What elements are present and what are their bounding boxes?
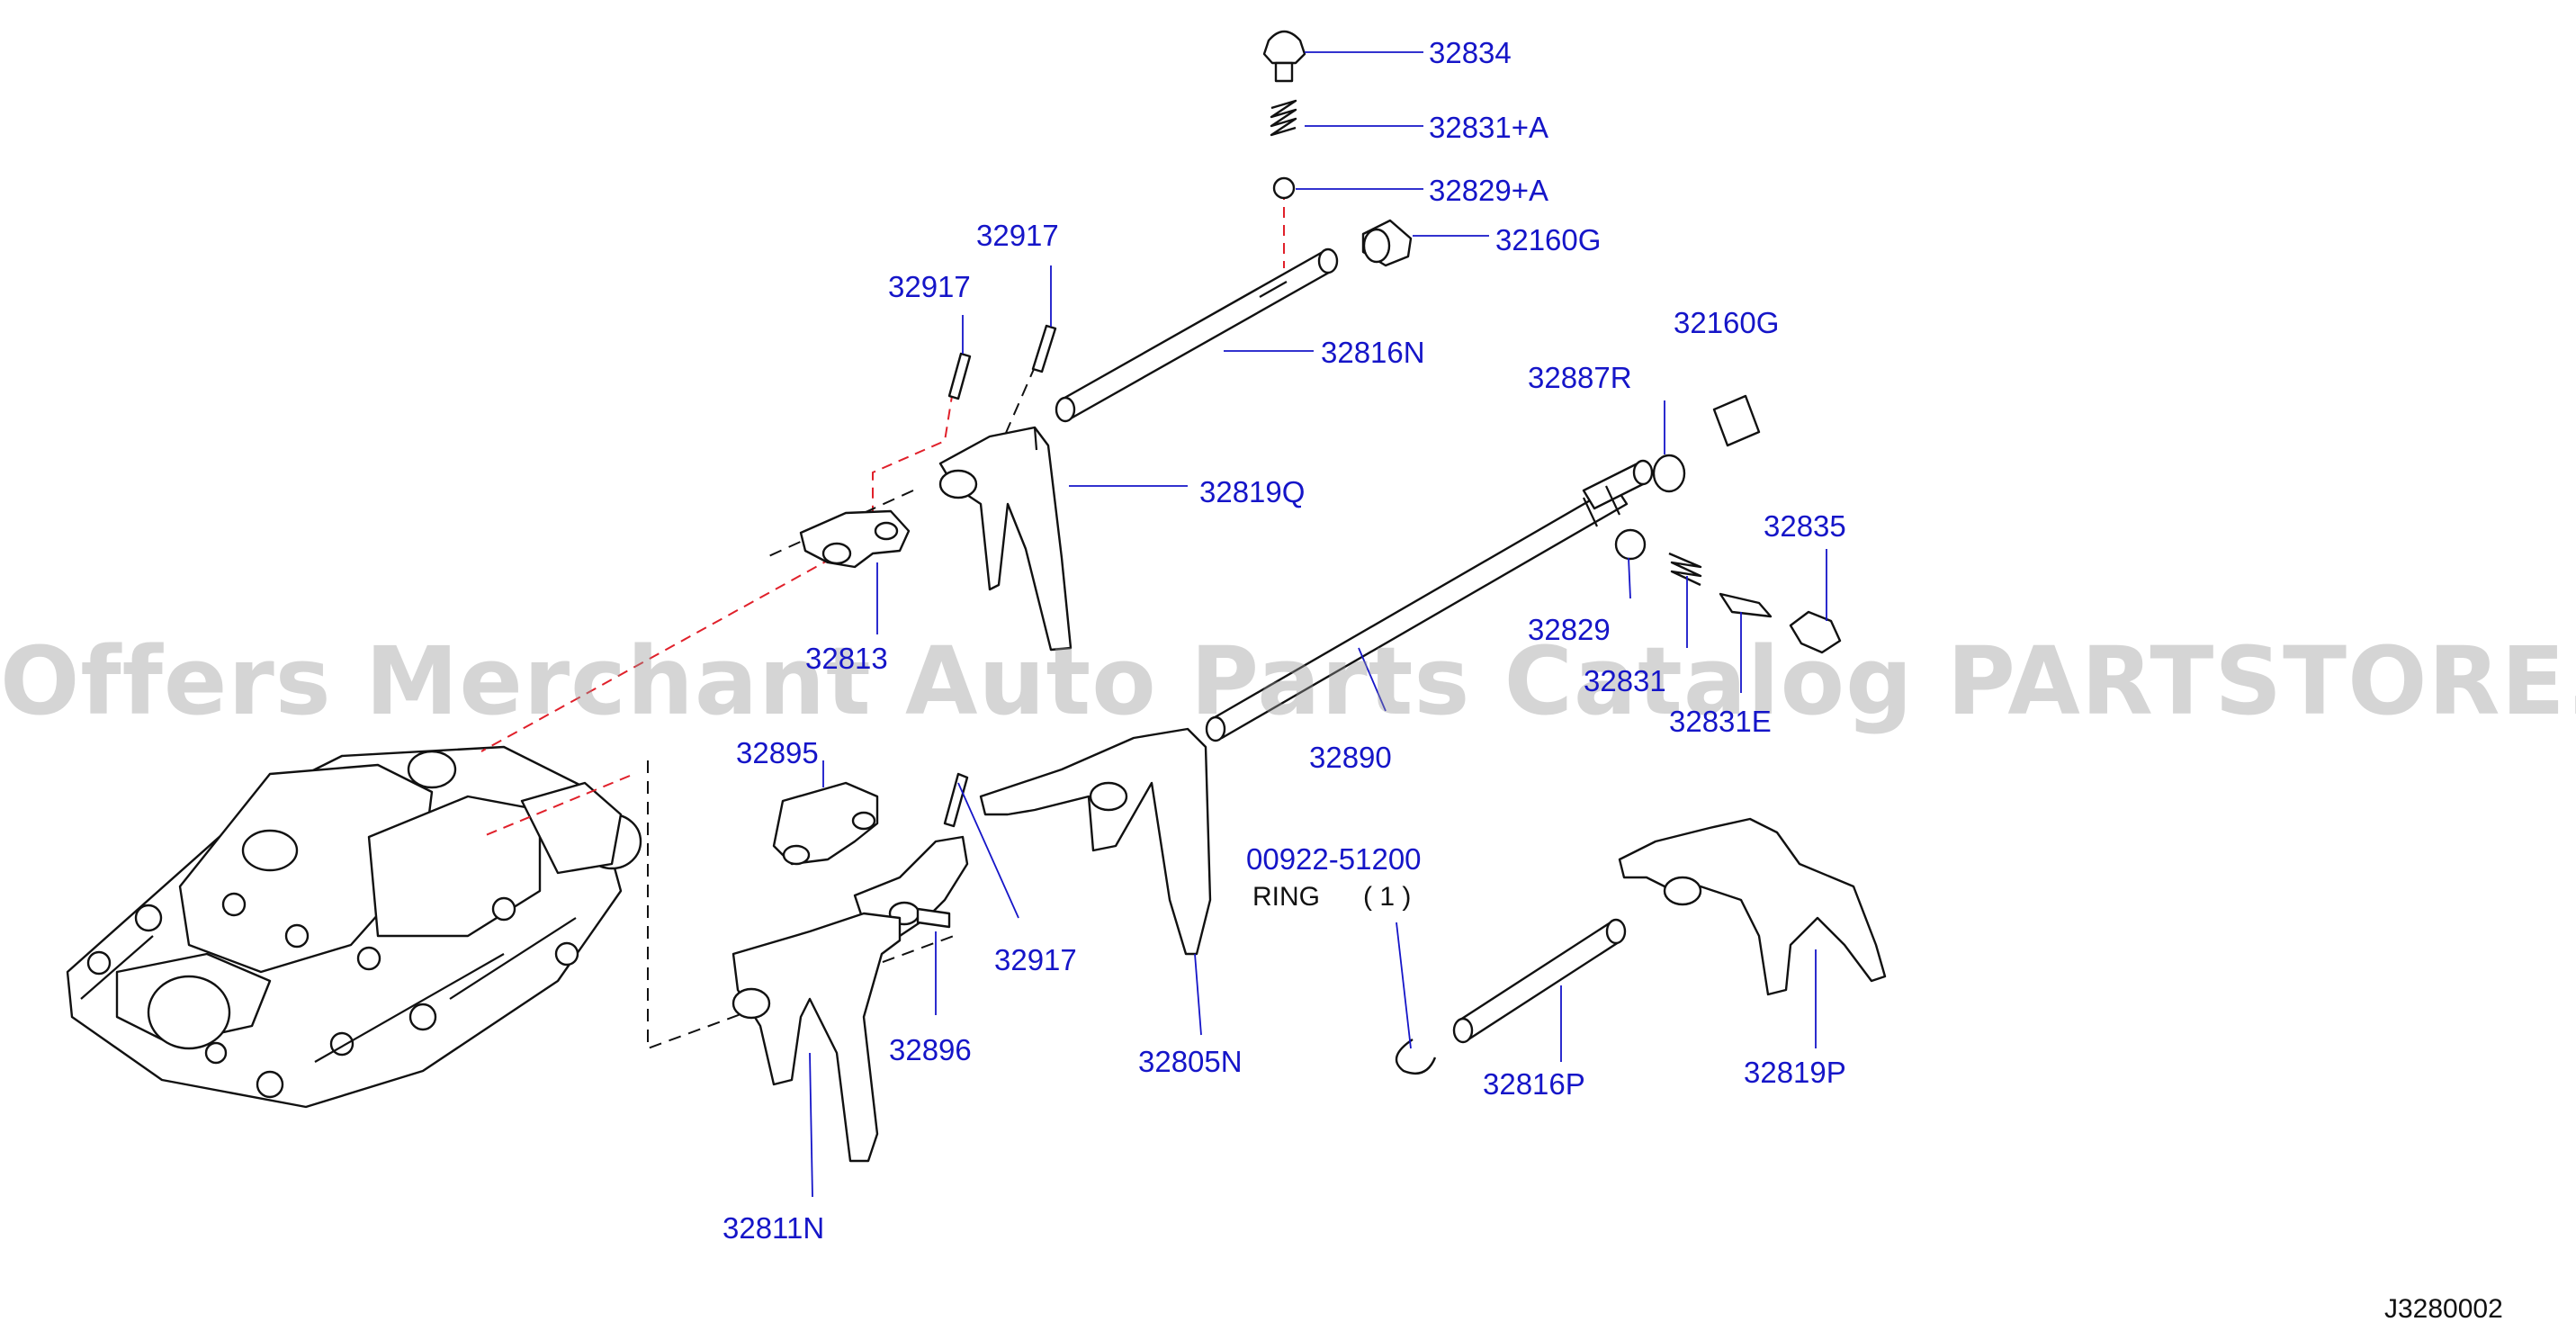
detent-top: [1262, 30, 1413, 267]
fork-32819q: [938, 426, 1073, 652]
label-32895[interactable]: 32895: [736, 736, 819, 769]
label-32917-b[interactable]: 32917: [888, 270, 971, 303]
label-32896[interactable]: 32896: [889, 1033, 972, 1066]
label-32829a[interactable]: 32829+A: [1429, 174, 1549, 207]
label-32819q[interactable]: 32819Q: [1199, 475, 1306, 508]
label-32890[interactable]: 32890: [1309, 741, 1392, 774]
diagram-code: J3280002: [2384, 1294, 2503, 1324]
leader-lines: [809, 51, 1827, 1198]
label-32831e[interactable]: 32831E: [1669, 705, 1772, 738]
label-32160g-right[interactable]: 32160G: [1674, 306, 1780, 339]
label-00922-51200[interactable]: 00922-51200: [1246, 842, 1422, 876]
label-32811n[interactable]: 32811N: [723, 1211, 825, 1245]
rod-32816n: [1055, 247, 1339, 423]
fork-32805n: [979, 727, 1212, 956]
ring-00922-51200: [1395, 1039, 1437, 1075]
ring-quantity: ( 1 ): [1363, 882, 1412, 912]
ring-name: RING: [1252, 882, 1320, 912]
rod-32816p: [1452, 918, 1627, 1044]
pins-32917: [943, 324, 1057, 828]
fork-32819p: [1618, 817, 1887, 996]
label-32835[interactable]: 32835: [1764, 509, 1846, 543]
detent-right: [1614, 394, 1842, 654]
label-32831[interactable]: 32831: [1584, 664, 1666, 697]
label-32813[interactable]: 32813: [805, 642, 888, 675]
label-32917-c[interactable]: 32917: [994, 943, 1077, 976]
fork-32811n: [732, 912, 902, 1163]
label-32160g-top[interactable]: 32160G: [1495, 223, 1602, 256]
transmission-case: [66, 745, 642, 1109]
bracket-32895: [772, 781, 879, 866]
label-32831a[interactable]: 32831+A: [1429, 111, 1549, 144]
label-32917-a[interactable]: 32917: [976, 219, 1059, 252]
rod-32890: [1205, 459, 1654, 742]
label-32816n[interactable]: 32816N: [1321, 336, 1425, 369]
label-32829[interactable]: 32829: [1528, 613, 1611, 646]
label-32819p[interactable]: 32819P: [1744, 1056, 1846, 1089]
label-32887r[interactable]: 32887R: [1528, 361, 1632, 394]
label-32834[interactable]: 32834: [1429, 36, 1512, 69]
label-32816p[interactable]: 32816P: [1483, 1067, 1585, 1101]
lever-32813: [799, 509, 911, 569]
label-32805n[interactable]: 32805N: [1138, 1045, 1243, 1078]
